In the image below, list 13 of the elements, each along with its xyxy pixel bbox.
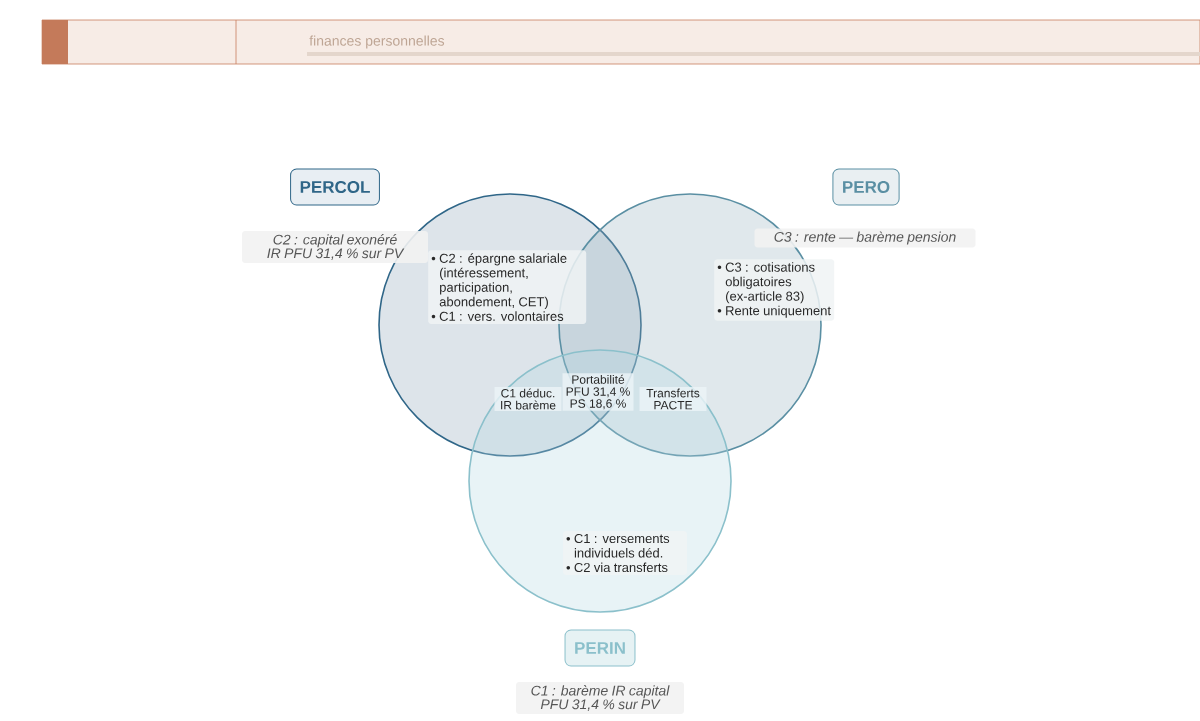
name-badge: PERCOL xyxy=(290,168,380,206)
bullet-list: • C1 : versements individuels déd. • C2 via transferts xyxy=(563,530,687,576)
name-badge: PERO xyxy=(832,168,900,206)
intersection-label: Portabilité PFU 31,4 % PS 18,6 % xyxy=(562,373,634,411)
tagline: finances personnelles xyxy=(309,35,445,49)
tax-note: C1 : barème IR capital PFU 31,4 % sur PV xyxy=(516,682,684,714)
intersection-label: C1 déduc. IR barème xyxy=(494,387,562,411)
bullet-list: • C2 : épargne salariale (intéressement, participation, abondement, CET) • C1 : vers. volontaires xyxy=(428,250,587,324)
intersection-label: Transferts PACTE xyxy=(639,387,707,411)
tax-note: C2 : capital exonéré IR PFU 31,4 % sur PV xyxy=(242,231,428,263)
tax-note: C3 : rente — barème pension xyxy=(754,228,976,248)
name-badge: PERIN xyxy=(564,629,636,667)
bullet-list: • C3 : cotisations obligatoires (ex-article 83) • Rente uniquement xyxy=(714,259,835,321)
